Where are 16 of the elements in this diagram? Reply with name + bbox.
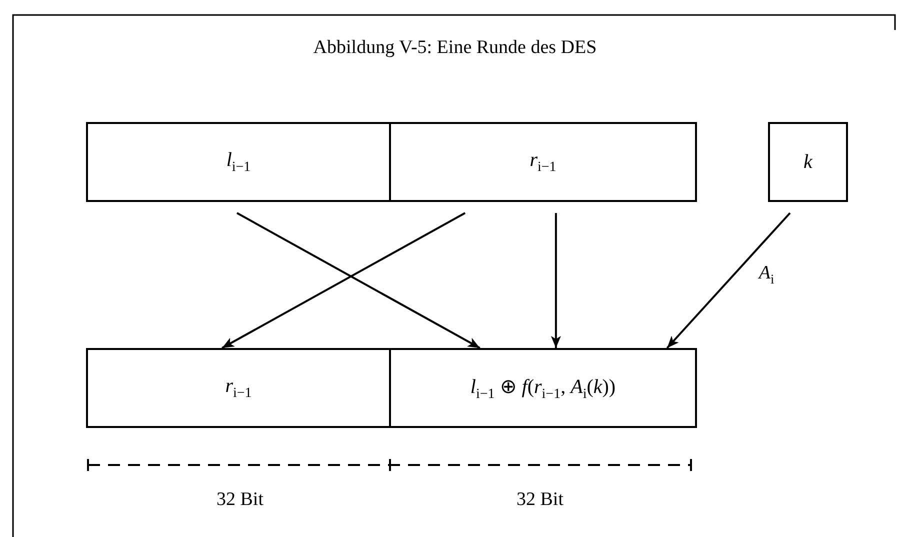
register-box — [86, 348, 391, 428]
arrow — [666, 212, 791, 349]
math-expression: l$_{i−1}$ ⊕ f(r$_{i−1}$, A$_{i}$(k)) — [470, 374, 616, 402]
math-expression: l$_{i−1}$ — [226, 148, 251, 176]
math-expression: r$_{i−1}$ — [530, 148, 556, 176]
diagram-title: Abbildung V-5: Eine Runde des DES — [313, 37, 597, 59]
register-box — [389, 348, 697, 428]
math-expression: r$_{i−1}$ — [225, 374, 252, 402]
register-box — [389, 122, 697, 202]
register-box — [86, 122, 391, 202]
edge-label: A$_{i}$ — [758, 262, 774, 287]
math-expression: k — [804, 150, 812, 174]
register-box — [768, 122, 848, 202]
width-label: 32 Bit — [516, 489, 564, 511]
arrow — [550, 213, 561, 348]
width-label: 32 Bit — [216, 489, 264, 511]
